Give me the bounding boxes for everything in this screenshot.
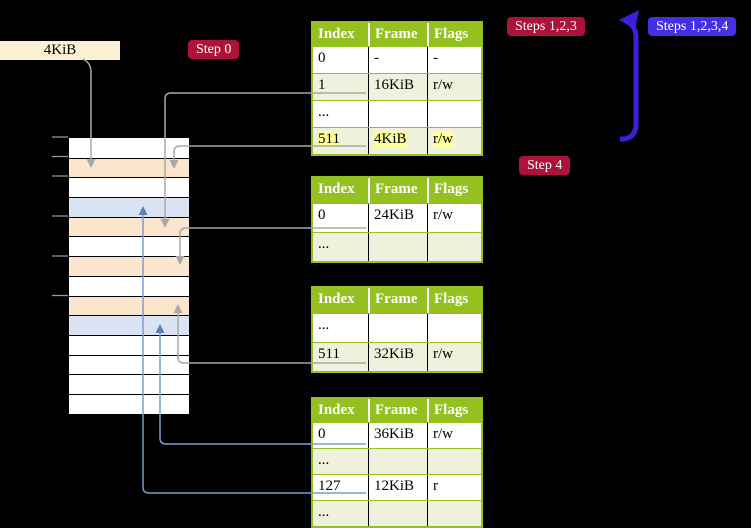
table-cell — [427, 101, 481, 127]
table-cell — [368, 501, 427, 526]
table-cell — [368, 101, 427, 127]
table-cell: 16KiB — [368, 74, 427, 100]
stack-row-11 — [69, 334, 189, 355]
highlighted-value: r/w — [433, 131, 453, 147]
header-cell: Flags — [427, 23, 481, 46]
table-cell: - — [427, 47, 481, 73]
header-cell: Index — [318, 181, 355, 197]
table-cell: 0 — [318, 207, 326, 223]
stack-row-1 — [69, 138, 189, 158]
steps123-badge: Steps 1,2,3 — [507, 17, 585, 36]
table-cell: 511 — [318, 346, 340, 362]
table-cell: 0 — [318, 426, 326, 442]
table-cell — [368, 233, 427, 261]
header-cell: Flags — [427, 288, 481, 313]
table-cell: 127 — [318, 478, 341, 494]
stack-row-2 — [69, 157, 189, 178]
table-cell — [427, 233, 481, 261]
table-cell: 32KiB — [368, 343, 427, 371]
header-cell: Index — [318, 26, 355, 42]
page-table-level-2-row-ellipsis-1: ... — [313, 232, 481, 261]
stack-row-4 — [69, 197, 189, 217]
table-cell: - — [368, 47, 427, 73]
table-cell: ... — [318, 452, 330, 468]
header-cell: Index — [318, 402, 355, 418]
table-cell — [427, 449, 481, 474]
table-cell — [368, 449, 427, 474]
step4-badge: Step 4 — [519, 156, 571, 175]
table-cell: 511 — [313, 128, 368, 154]
header-cell: Flags — [427, 399, 481, 422]
table-cell: 4KiB — [368, 128, 427, 154]
stack-row-8 — [69, 275, 189, 296]
step0-badge: Step 0 — [188, 40, 240, 59]
table-cell: r/w — [427, 128, 481, 154]
address-tick-marks — [52, 136, 68, 297]
stack-row-14 — [69, 393, 189, 414]
table-cell: 24KiB — [368, 204, 427, 232]
page-table-level-1-row-ellipsis-2: ... — [313, 100, 481, 127]
header-cell: Frame — [368, 288, 427, 313]
stack-row-13 — [69, 374, 189, 394]
page-table-level-4-row-ellipsis-3: ... — [313, 500, 481, 526]
page-table-level-3-row-ellipsis-0: ... — [313, 313, 481, 342]
stack-row-9 — [69, 295, 189, 316]
highlighted-value: 4KiB — [374, 131, 407, 147]
header-cell: Frame — [368, 399, 427, 422]
steps-arrowhead-icon — [619, 10, 639, 29]
header-cell: Frame — [368, 23, 427, 46]
highlighted-value: 511 — [318, 131, 340, 147]
table-cell — [368, 314, 427, 342]
table-cell: r/w — [427, 204, 481, 232]
stack-row-3 — [69, 177, 189, 198]
table-cell: ... — [318, 236, 330, 252]
steps-arrow-shaft — [620, 20, 639, 142]
table-cell: ... — [318, 317, 330, 333]
table-cell: r/w — [427, 74, 481, 100]
table-cell — [427, 314, 481, 342]
table-cell: 12KiB — [368, 475, 427, 500]
page-table-level-1-row-0: 0 -- — [313, 46, 481, 73]
page-size-label: 4KiB — [0, 41, 120, 60]
header-cell: Flags — [427, 178, 481, 203]
stack-row-10 — [69, 315, 189, 335]
page-table-level-4-row-ellipsis-1: ... — [313, 448, 481, 474]
table-cell: r — [427, 475, 481, 500]
table-cell: ... — [318, 504, 330, 520]
stack-row-7 — [69, 256, 189, 276]
table-cell — [427, 501, 481, 526]
table-cell: 1 — [318, 77, 326, 93]
header-cell: Frame — [368, 178, 427, 203]
virtual-memory-stack — [68, 137, 190, 415]
table-cell: 36KiB — [368, 423, 427, 448]
table-cell: r/w — [427, 423, 481, 448]
table-cell: r/w — [427, 343, 481, 371]
steps1234-badge: Steps 1,2,3,4 — [648, 17, 737, 36]
stack-row-5 — [69, 216, 189, 237]
header-cell: Index — [318, 291, 355, 307]
table-cell: ... — [318, 104, 330, 120]
stack-row-6 — [69, 236, 189, 257]
page-table-level-1-row-511: 511 4KiB r/w — [313, 127, 481, 154]
stack-row-12 — [69, 354, 189, 375]
table-cell: 0 — [318, 50, 326, 66]
